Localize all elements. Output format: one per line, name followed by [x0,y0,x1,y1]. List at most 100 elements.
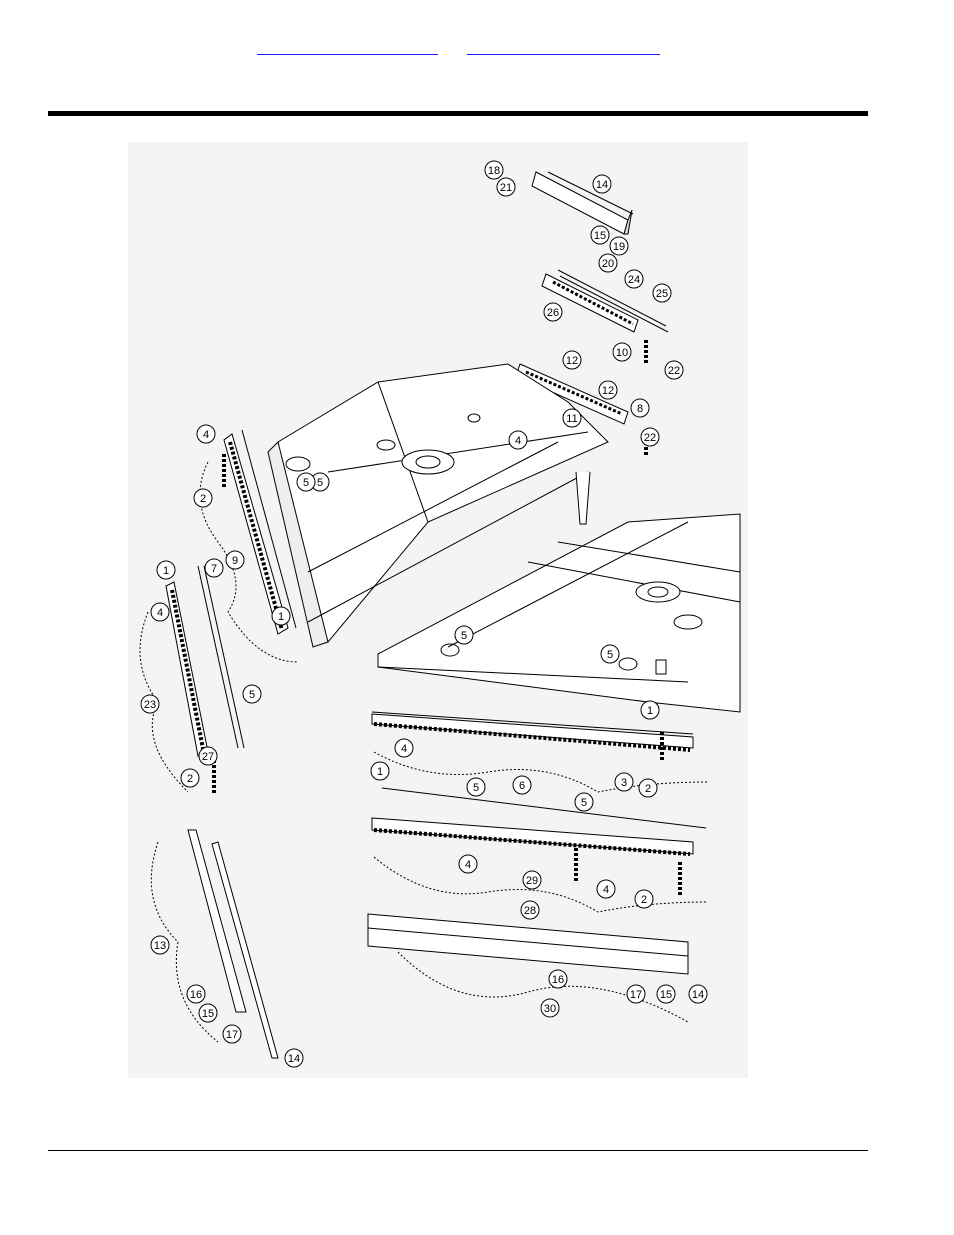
callout-15: 15 [656,984,676,1004]
callout-label: 28 [524,905,536,917]
callout-label: 1 [647,705,653,717]
callout-14: 14 [284,1048,304,1068]
callout-14: 14 [592,174,612,194]
callout-label: 8 [637,403,643,415]
callout-label: 14 [692,989,704,1001]
callout-label: 12 [566,355,578,367]
callout-12: 12 [598,380,618,400]
callout-label: 26 [547,307,559,319]
callout-label: 5 [607,649,613,661]
callout-27: 27 [198,746,218,766]
callout-22: 22 [664,360,684,380]
callout-label: 4 [515,435,521,447]
callout-4: 4 [394,738,414,758]
callout-label: 23 [144,699,156,711]
callout-label: 9 [232,555,238,567]
callout-label: 7 [211,563,217,575]
callout-1: 1 [640,700,660,720]
callout-label: 1 [163,565,169,577]
callout-label: 25 [656,288,668,300]
callout-label: 27 [202,751,214,763]
callout-5: 5 [454,625,474,645]
callout-12: 12 [562,350,582,370]
callout-label: 4 [465,859,471,871]
header-rule [48,111,868,116]
callout-25: 25 [652,283,672,303]
callout-label: 2 [645,783,651,795]
callout-1: 1 [156,560,176,580]
callout-1: 1 [370,761,390,781]
callout-3: 3 [614,772,634,792]
callout-label: 14 [288,1053,300,1065]
callout-label: 15 [660,989,672,1001]
callout-1: 1 [271,606,291,626]
callout-label: 15 [594,230,606,242]
callout-label: 4 [203,429,209,441]
callout-9: 9 [225,550,245,570]
callout-2: 2 [638,778,658,798]
callout-label: 4 [401,743,407,755]
callout-13: 13 [150,935,170,955]
callout-26: 26 [543,302,563,322]
callout-30: 30 [540,998,560,1018]
callout-5: 5 [242,684,262,704]
callout-2: 2 [634,889,654,909]
exploded-view-drawing: 1814211519202425261012221281122454529171… [128,142,748,1078]
callout-4: 4 [508,430,528,450]
callout-label: 17 [630,989,642,1001]
callout-5: 5 [600,644,620,664]
callout-label: 24 [628,274,640,286]
callout-label: 16 [190,989,202,1001]
callout-label: 2 [200,493,206,505]
callout-label: 17 [226,1029,238,1041]
callout-label: 3 [621,777,627,789]
callout-5: 5 [574,792,594,812]
callout-15: 15 [198,1003,218,1023]
callout-label: 2 [187,773,193,785]
callout-label: 22 [668,365,680,377]
callout-8: 8 [630,398,650,418]
footer-rule [48,1150,868,1151]
callout-label: 30 [544,1003,556,1015]
callout-label: 1 [278,611,284,623]
callout-label: 18 [488,165,500,177]
callout-15: 15 [590,225,610,245]
callout-17: 17 [626,984,646,1004]
callout-label: 2 [641,894,647,906]
callout-label: 4 [603,884,609,896]
callout-label: 15 [202,1008,214,1020]
callout-label: 11 [566,413,577,425]
callout-label: 20 [602,258,614,270]
callout-24: 24 [624,269,644,289]
callout-18: 18 [484,160,504,180]
callout-28: 28 [520,900,540,920]
callout-label: 5 [581,797,587,809]
callout-label: 5 [317,477,323,489]
callout-label: 29 [526,875,538,887]
callout-21: 21 [496,177,516,197]
callout-label: 5 [249,689,255,701]
callout-label: 21 [500,182,512,194]
callout-label: 5 [303,477,309,489]
callout-19: 19 [609,236,629,256]
callout-5: 5 [466,777,486,797]
callout-11: 11 [562,408,582,428]
callout-14: 14 [688,984,708,1004]
callout-4: 4 [596,879,616,899]
header-link-left[interactable] [257,40,438,55]
callout-20: 20 [598,253,618,273]
callout-16: 16 [548,969,568,989]
callout-label: 12 [602,385,614,397]
callout-label: 16 [552,974,564,986]
callout-23: 23 [140,694,160,714]
callout-4: 4 [458,854,478,874]
callout-label: 4 [157,607,163,619]
callout-29: 29 [522,870,542,890]
callout-7: 7 [204,558,224,578]
callout-label: 5 [461,630,467,642]
callout-2: 2 [180,768,200,788]
header-link-right[interactable] [467,40,660,55]
callout-label: 1 [377,766,383,778]
callout-label: 22 [644,432,656,444]
